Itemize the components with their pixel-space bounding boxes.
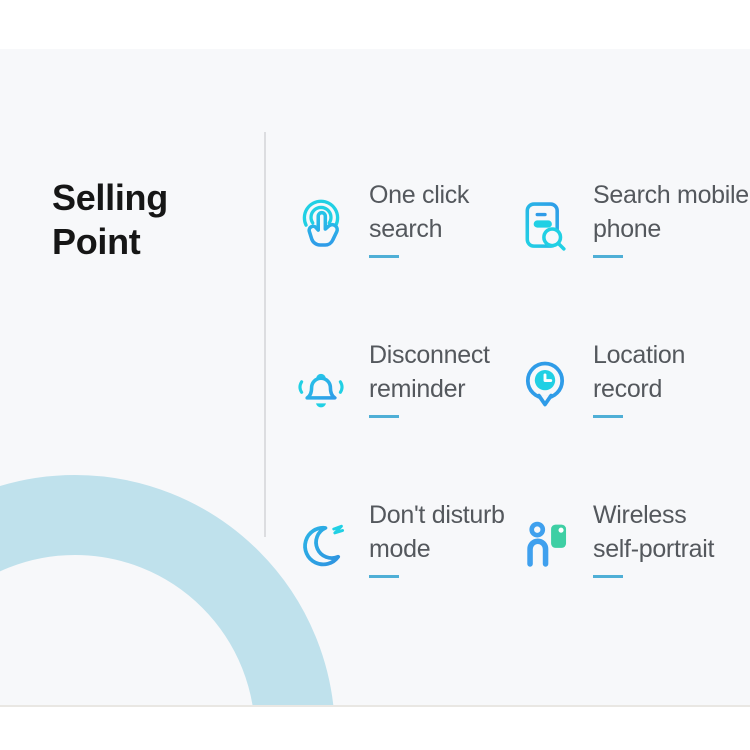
content-panel: Selling Point One click — [0, 49, 750, 705]
feature-underline — [369, 415, 399, 418]
feature-search-mobile-phone: Search mobile phone — [514, 178, 749, 258]
feature-wireless-self-portrait: Wireless self-portrait — [514, 498, 714, 578]
page-title: Selling Point — [52, 176, 168, 264]
feature-line2: phone — [593, 215, 662, 243]
feature-location-record: Location record — [514, 338, 685, 418]
decor-ring — [0, 475, 335, 705]
feature-one-click-search: One click search — [290, 178, 469, 258]
bell-icon — [290, 353, 352, 415]
tap-icon — [290, 193, 352, 255]
feature-line1: Disconnect — [369, 341, 490, 369]
selfie-icon — [514, 513, 576, 575]
feature-text: One click search — [369, 178, 469, 258]
feature-disconnect-reminder: Disconnect reminder — [290, 338, 490, 418]
feature-line1: Location — [593, 341, 686, 369]
feature-text: Disconnect reminder — [369, 338, 490, 418]
feature-line1: Wireless — [593, 501, 687, 529]
page-title-line2: Point — [52, 221, 141, 262]
feature-line1: One click — [369, 181, 470, 209]
feature-text: Location record — [593, 338, 685, 418]
feature-line1: Search mobile — [593, 181, 749, 209]
moon-icon — [290, 513, 352, 575]
feature-text: Search mobile phone — [593, 178, 749, 258]
feature-line2: search — [369, 215, 443, 243]
feature-underline — [369, 255, 399, 258]
vertical-divider — [264, 132, 266, 537]
panel-bottom-edge — [0, 705, 750, 707]
feature-underline — [369, 575, 399, 578]
feature-underline — [593, 415, 623, 418]
feature-line2: self-portrait — [593, 535, 715, 563]
feature-underline — [593, 255, 623, 258]
feature-text: Wireless self-portrait — [593, 498, 714, 578]
feature-underline — [593, 575, 623, 578]
feature-text: Don't disturb mode — [369, 498, 505, 578]
feature-line2: record — [593, 375, 663, 403]
location-clock-icon — [514, 353, 576, 415]
feature-line1: Don't disturb — [369, 501, 505, 529]
feature-dont-disturb-mode: Don't disturb mode — [290, 498, 505, 578]
feature-line2: mode — [369, 535, 431, 563]
page-title-line1: Selling — [52, 177, 168, 218]
phone-search-icon — [514, 193, 576, 255]
feature-line2: reminder — [369, 375, 466, 403]
